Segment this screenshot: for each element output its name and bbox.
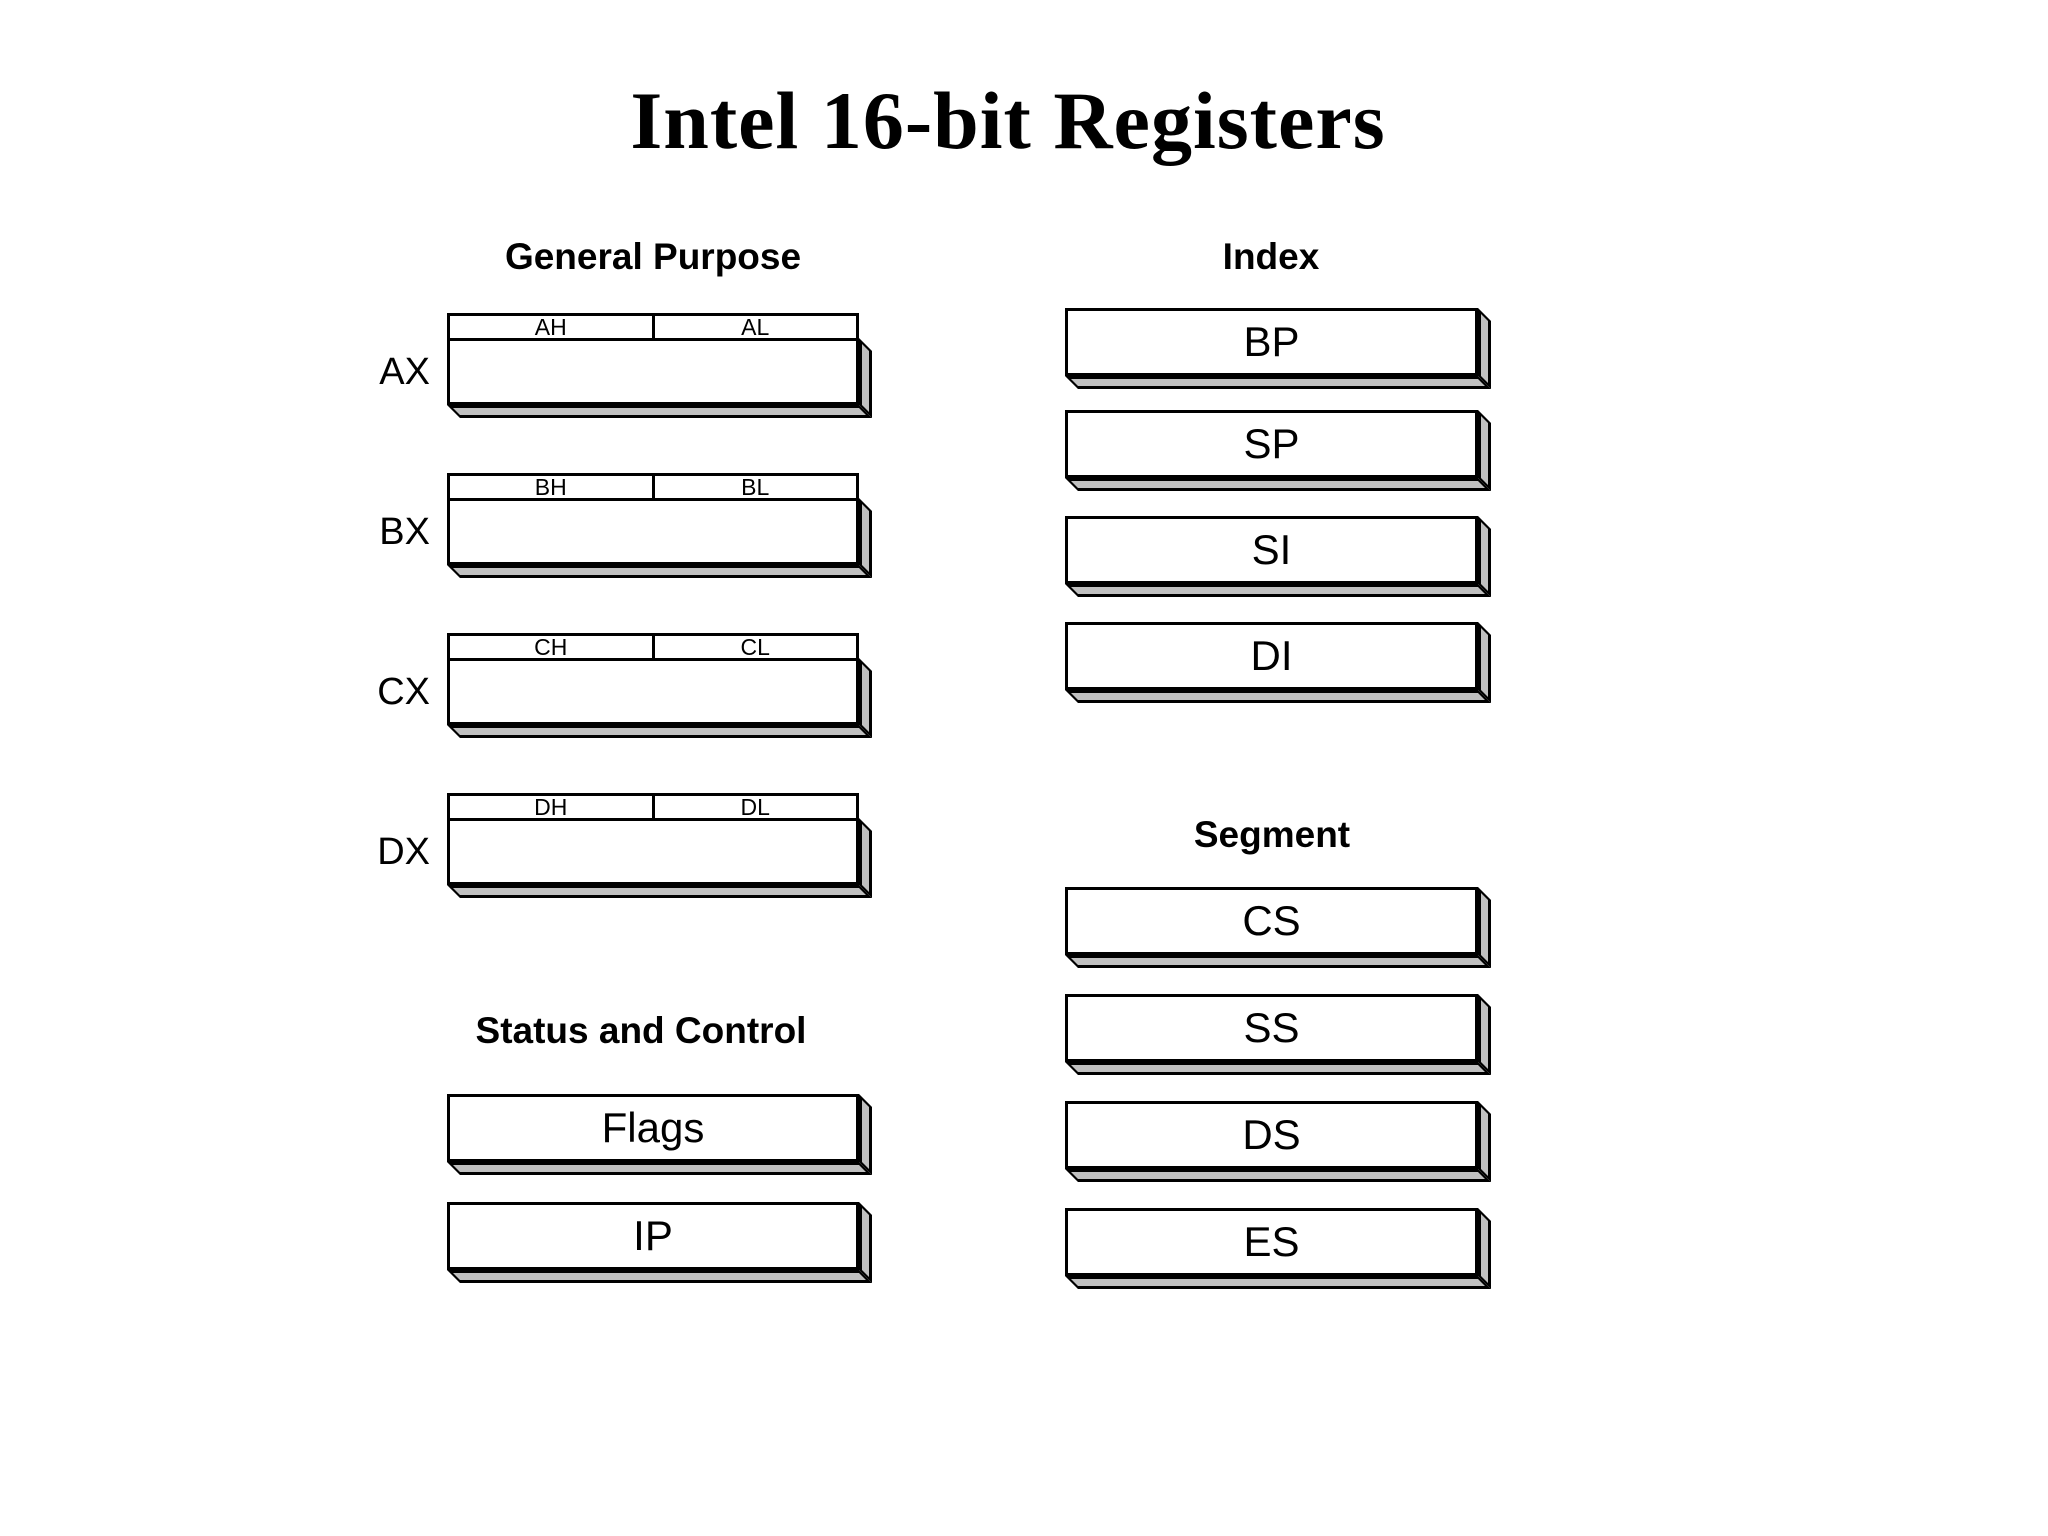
register-label-sp: SP [1243, 420, 1300, 467]
box-shadow-bottom [1065, 955, 1491, 968]
register-box-flags: Flags [447, 1094, 872, 1175]
subregister-cell-ch: CH [534, 633, 568, 660]
subregister-cell-al: AL [651, 315, 857, 338]
box-shadow-right [1478, 994, 1491, 1075]
subregister-cell-ah: AH [534, 313, 567, 340]
register-face-bp: BP [1065, 308, 1478, 376]
box-shadow-right [859, 1094, 872, 1175]
register-face-ax [447, 338, 859, 405]
subregister-row-cx: CH CL [447, 633, 859, 658]
box-shadow-bottom [1065, 584, 1491, 597]
box-shadow-right [1478, 516, 1491, 597]
box-shadow-bottom [447, 1162, 872, 1175]
register-box-cx: CH CL [447, 633, 872, 738]
box-shadow-bottom [447, 405, 872, 418]
box-shadow-bottom [447, 1270, 872, 1283]
subregister-row-dx: DH DL [447, 793, 859, 818]
subregister-row-bx: BH BL [447, 473, 859, 498]
box-shadow-bottom [1065, 376, 1491, 389]
register-box-ip: IP [447, 1202, 872, 1283]
register-label-es: ES [1243, 1218, 1300, 1265]
box-shadow-bottom [447, 885, 872, 898]
register-face-dx [447, 818, 859, 885]
register-face-cs: CS [1065, 887, 1478, 955]
box-shadow-bottom [1065, 1276, 1491, 1289]
subregister-cell-bh: BH [534, 473, 567, 500]
register-face-ss: SS [1065, 994, 1478, 1062]
register-box-si: SI [1065, 516, 1491, 597]
register-box-ss: SS [1065, 994, 1491, 1075]
register-label-di: DI [1250, 632, 1293, 679]
box-shadow-bottom [447, 725, 872, 738]
register-box-cs: CS [1065, 887, 1491, 968]
register-label-ds: DS [1242, 1111, 1301, 1158]
box-shadow-right [1478, 1208, 1491, 1289]
register-box-es: ES [1065, 1208, 1491, 1289]
register-face-si: SI [1065, 516, 1478, 584]
box-shadow-right [859, 1202, 872, 1283]
register-label-cs: CS [1242, 897, 1301, 944]
register-face-es: ES [1065, 1208, 1478, 1276]
box-shadow-bottom [1065, 690, 1491, 703]
box-shadow-right [1478, 410, 1491, 491]
heading-index: Index [1222, 236, 1320, 277]
subregister-cell-dh: DH [534, 793, 568, 820]
heading-segment: Segment [1193, 814, 1351, 855]
register-box-bx: BH BL [447, 473, 872, 578]
heading-status-and-control: Status and Control [475, 1010, 807, 1051]
register-label-si: SI [1251, 526, 1292, 573]
subregister-cell-dl: DL [651, 795, 857, 818]
register-box-sp: SP [1065, 410, 1491, 491]
register-box-ds: DS [1065, 1101, 1491, 1182]
register-box-ax: AH AL [447, 313, 872, 418]
register-name-cx: CX [377, 670, 430, 713]
register-face-ds: DS [1065, 1101, 1478, 1169]
box-shadow-bottom [1065, 1169, 1491, 1182]
register-face-di: DI [1065, 622, 1478, 690]
box-shadow-right [1478, 622, 1491, 703]
register-name-dx: DX [377, 830, 430, 873]
register-face-flags: Flags [447, 1094, 859, 1162]
register-name-ax: AX [379, 350, 430, 393]
subregister-cell-bl: BL [651, 475, 857, 498]
heading-general-purpose: General Purpose [504, 236, 802, 277]
box-shadow-bottom [1065, 1062, 1491, 1075]
register-face-bx [447, 498, 859, 565]
register-face-ip: IP [447, 1202, 859, 1270]
register-face-sp: SP [1065, 410, 1478, 478]
register-box-dx: DH DL [447, 793, 872, 898]
page-title: Intel 16-bit Registers [630, 75, 1386, 166]
register-label-ip: IP [633, 1212, 673, 1259]
subregister-cell-cl: CL [651, 635, 857, 658]
box-shadow-right [1478, 1101, 1491, 1182]
box-shadow-right [1478, 308, 1491, 389]
register-label-flags: Flags [601, 1104, 705, 1151]
box-shadow-right [1478, 887, 1491, 968]
register-label-ss: SS [1243, 1004, 1300, 1051]
register-name-bx: BX [379, 510, 430, 553]
subregister-row-ax: AH AL [447, 313, 859, 338]
box-shadow-bottom [447, 565, 872, 578]
box-shadow-bottom [1065, 478, 1491, 491]
register-box-di: DI [1065, 622, 1491, 703]
register-box-bp: BP [1065, 308, 1491, 389]
register-label-bp: BP [1243, 318, 1300, 365]
register-face-cx [447, 658, 859, 725]
